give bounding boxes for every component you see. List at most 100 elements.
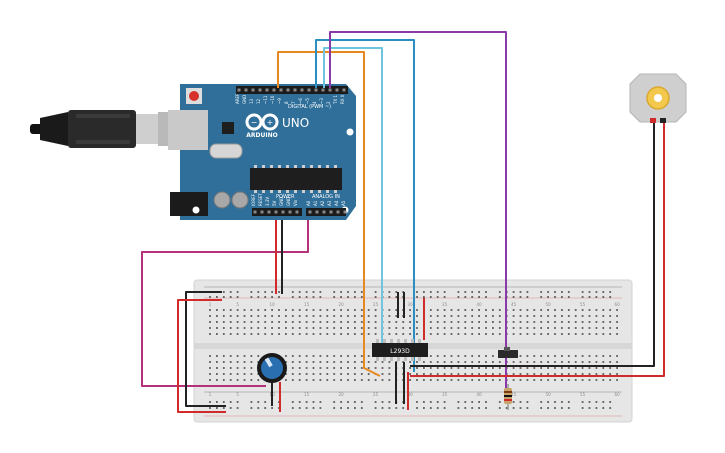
digital-pin-label: ~9 (277, 98, 282, 104)
analog-header (306, 208, 346, 216)
column-number: 45 (511, 392, 517, 397)
power-pin-label: Vin (293, 199, 298, 206)
column-number: 55 (580, 302, 586, 307)
digital-pin-dot (272, 88, 276, 92)
analog-pin-dot (343, 210, 347, 214)
digital-pin-label: ~11 (263, 95, 268, 104)
wire-magenta-a1 (141, 220, 309, 387)
power-pin-dot (267, 210, 271, 214)
digital-pin-label: 13 (249, 98, 254, 104)
analog-pin-label: A5 (341, 200, 346, 206)
digital-pin-dot (237, 88, 241, 92)
column-number: 25 (373, 392, 379, 397)
digital-pin-label: 2 (326, 101, 331, 104)
digital-pin-dot (328, 88, 332, 92)
digital-label: DIGITAL (PWM ~) (288, 104, 331, 110)
board-model: UNO (282, 116, 309, 130)
power-jack (170, 192, 208, 216)
analog-pin-dot (308, 210, 312, 214)
resistor (504, 384, 512, 410)
power-pin-dot (288, 210, 292, 214)
wire-purple (329, 31, 507, 392)
arduino-logo-icon: − + (245, 113, 279, 131)
wire-cyan (323, 47, 383, 348)
wire-black-motor (410, 120, 655, 367)
digital-pin-dot (244, 88, 248, 92)
column-number: 25 (373, 302, 379, 307)
power-pin-dot (281, 210, 285, 214)
digital-pin-label: ~5 (305, 98, 310, 104)
usb-cable (30, 110, 188, 148)
reset-button-icon (189, 91, 199, 101)
power-pin-dot (274, 210, 278, 214)
chip-label: L293D (390, 348, 410, 355)
digital-pin-dot (286, 88, 290, 92)
analog-pin-label: A3 (327, 200, 332, 206)
power-pin-label: IOREF (251, 193, 256, 206)
digital-pin-label: TX 1 (333, 95, 338, 105)
digital-pin-label: GND (242, 95, 247, 104)
wire-blue (315, 39, 415, 372)
column-number: 10 (270, 302, 276, 307)
column-number: 45 (511, 302, 517, 307)
digital-pin-label: ~6 (298, 98, 303, 104)
column-number: 20 (339, 302, 345, 307)
column-number: 1 (209, 392, 212, 397)
column-number: 40 (477, 392, 483, 397)
arduino-logo-text: ARDUINO (246, 132, 277, 139)
digital-pin-label: AREF (235, 93, 240, 104)
digital-pin-label: ~10 (270, 95, 275, 104)
digital-pin-dot (321, 88, 325, 92)
digital-pin-dot (342, 88, 346, 92)
analog-pin-dot (329, 210, 333, 214)
digital-pin-dot (258, 88, 262, 92)
digital-header (236, 86, 348, 94)
digital-pin-dot (307, 88, 311, 92)
slide-switch (498, 347, 518, 358)
column-number: 15 (304, 392, 310, 397)
column-number: 15 (304, 302, 310, 307)
atmega-chip (250, 168, 342, 190)
wire-red-motor (410, 120, 665, 377)
analog-pin-label: A1 (313, 200, 318, 206)
wire-black-rail-left (185, 291, 226, 407)
column-number: 5 (236, 392, 239, 397)
column-number: 50 (546, 392, 552, 397)
dc-motor (629, 73, 687, 123)
column-number: 50 (546, 302, 552, 307)
digital-pin-dot (293, 88, 297, 92)
wire-red-rail-left (177, 299, 226, 413)
digital-pin-dot (251, 88, 255, 92)
digital-pin-label: 12 (256, 98, 261, 104)
wire-orange (277, 51, 381, 377)
column-number: 55 (580, 392, 586, 397)
usb-jack (168, 110, 208, 150)
analog-pin-label: A4 (334, 200, 339, 206)
digital-pin-dot (300, 88, 304, 92)
analog-label: ANALOG IN (312, 194, 340, 200)
column-number: 40 (477, 302, 483, 307)
digital-pin-dot (314, 88, 318, 92)
power-pin-dot (253, 210, 257, 214)
column-number: 30 (408, 392, 414, 397)
power-pin-dot (260, 210, 264, 214)
column-number: 35 (442, 302, 448, 307)
power-pin-label: 3.3V (265, 197, 270, 206)
power-pin-label: GND (286, 197, 291, 206)
power-pin-label: RESET (258, 193, 263, 206)
svg-text:+: + (267, 118, 274, 127)
analog-pin-label: A0 (306, 200, 311, 206)
wires (141, 31, 665, 413)
column-number: 60 (615, 302, 621, 307)
analog-pin-dot (322, 210, 326, 214)
digital-pin-dot (265, 88, 269, 92)
digital-pin-label: RX 0 (340, 94, 345, 104)
column-number: 35 (442, 392, 448, 397)
digital-pin-label: 8 (284, 101, 289, 104)
column-number: 60 (615, 392, 621, 397)
column-number: 20 (339, 392, 345, 397)
digital-pin-dot (279, 88, 283, 92)
digital-pin-label: 7 (291, 101, 296, 104)
potentiometer (257, 353, 287, 383)
